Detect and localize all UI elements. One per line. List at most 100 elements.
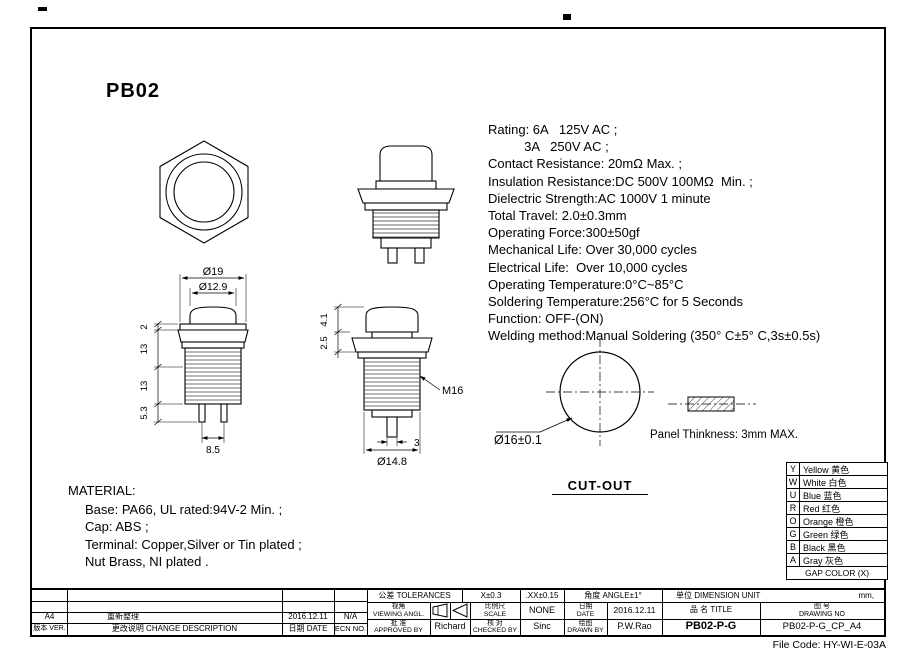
ecn-label: ECN NO. xyxy=(334,623,367,633)
tb-line xyxy=(450,602,451,619)
washer xyxy=(357,351,427,359)
cutout-view: Ø16±0.1 xyxy=(494,338,654,447)
hex-nut-profile xyxy=(357,188,455,204)
dimension-dia-cap: Ø12.9 xyxy=(189,281,237,306)
cap-neck xyxy=(371,331,413,339)
side-dimension-view: 4.1 2.5 M16 3 Ø14.8 xyxy=(319,303,463,468)
drawn-by-value: P.W.Rao xyxy=(617,621,652,632)
tb-line xyxy=(32,601,367,602)
part-title: PB02 xyxy=(106,80,161,102)
base xyxy=(380,237,432,249)
svg-text:M16: M16 xyxy=(442,385,463,397)
hex-nut-profile xyxy=(177,329,249,343)
svg-text:8.5: 8.5 xyxy=(206,445,220,456)
tb-line xyxy=(32,612,367,613)
svg-text:4.1: 4.1 xyxy=(319,313,330,326)
tb-line xyxy=(367,602,884,603)
revision-date: 2016.12.11 xyxy=(288,612,328,622)
panel-note: Panel Thinkness: 3mm MAX. xyxy=(650,429,798,441)
tb-line xyxy=(367,590,368,635)
color-name: Red 红色 xyxy=(803,503,841,514)
dimension-terminal: 3 xyxy=(377,438,420,449)
color-code: O xyxy=(787,515,800,527)
dimension-height-chain: 4.1 2.5 xyxy=(319,303,364,358)
tolerance-x: X±0.3 xyxy=(480,590,502,600)
spec-line: Welding method:Manual Soldering (350° C±… xyxy=(488,328,821,344)
hex-front-view xyxy=(159,140,249,244)
tolerances-label: 公差 TOLERANCES xyxy=(378,590,451,600)
assembled-side-view xyxy=(357,145,455,264)
color-code: W xyxy=(787,476,800,488)
threaded-body xyxy=(363,357,421,411)
tb-line xyxy=(520,590,521,635)
registration-mark xyxy=(563,14,571,20)
color-code: G xyxy=(787,528,800,540)
color-name: Yellow 黄色 xyxy=(803,464,850,475)
svg-text:5.3: 5.3 xyxy=(139,406,150,419)
tb-line xyxy=(430,602,431,635)
spec-line: Rating: 6A 125V AC ; xyxy=(488,122,618,137)
tb-line xyxy=(564,590,565,635)
cap-neck xyxy=(375,180,437,190)
svg-text:2: 2 xyxy=(139,324,150,329)
material-block: Base: PA66, UL rated:94V-2 Min. ; Cap: A… xyxy=(85,501,302,570)
unit-value: mm, xyxy=(858,590,874,600)
svg-text:Ø12.9: Ø12.9 xyxy=(199,281,228,293)
spec-line: Dielectric Strength:AC 1000V 1 minute xyxy=(488,190,711,206)
color-code: Y xyxy=(787,463,800,475)
spec-line: Contact Resistance: 20mΩ Max. ; xyxy=(488,156,682,172)
material-line: Base: PA66, UL rated:94V-2 Min. ; xyxy=(85,502,283,517)
spec-line: Operating Temperature:0°C~85°C xyxy=(488,276,684,292)
color-name: Blue 蓝色 xyxy=(803,490,842,501)
svg-text:13: 13 xyxy=(139,381,150,392)
tb-line xyxy=(462,590,463,602)
spec-line: Mechanical Life: Over 30,000 cycles xyxy=(488,242,697,258)
dimension-unit: 单位 DIMENSION UNIT mm, xyxy=(662,590,884,602)
thread-callout: M16 xyxy=(419,375,463,397)
button-cap xyxy=(365,306,419,333)
version-label: 版本 VER. xyxy=(33,625,66,633)
file-code: File Code: HY-WI-E-03A xyxy=(772,639,886,651)
tb-line xyxy=(470,602,471,635)
material-line: Terminal: Copper,Silver or Tin plated ; xyxy=(85,536,302,552)
dimension-dia-flange: Ø19 xyxy=(179,266,247,322)
svg-text:13: 13 xyxy=(139,344,150,355)
terminal xyxy=(414,247,425,264)
spec-line: Total Travel: 2.0±0.3mm xyxy=(488,208,627,224)
tb-line xyxy=(32,623,367,624)
checked-by-value: Sinc xyxy=(533,621,551,632)
base xyxy=(371,409,413,418)
button-circle xyxy=(173,161,235,223)
date-value: 2016.12.11 xyxy=(613,604,656,615)
spec-line: Operating Force:300±50gf xyxy=(488,225,640,241)
svg-text:Ø19: Ø19 xyxy=(203,266,224,278)
color-name: Orange 橙色 xyxy=(803,516,854,527)
tb-line xyxy=(607,602,608,635)
color-code: B xyxy=(787,541,800,553)
terminal xyxy=(386,416,398,438)
registration-mark xyxy=(38,7,47,11)
color-name: Black 黑色 xyxy=(803,542,846,553)
button-cap xyxy=(189,306,237,325)
date-label: 日期 DATE xyxy=(288,623,328,633)
color-name: White 白色 xyxy=(803,477,847,488)
unit-label: 单位 DIMENSION UNIT xyxy=(676,590,761,600)
terminal xyxy=(387,247,398,264)
svg-text:Ø14.8: Ø14.8 xyxy=(377,456,407,468)
svg-text:Ø16±0.1: Ø16±0.1 xyxy=(494,433,542,447)
color-code: A xyxy=(787,554,800,566)
change-description-label: 更改说明 CHANGE DESCRIPTION xyxy=(111,623,238,633)
spec-line: Soldering Temperature:256°C for 5 Second… xyxy=(488,294,743,310)
washer xyxy=(181,341,245,349)
color-code: R xyxy=(787,502,800,514)
